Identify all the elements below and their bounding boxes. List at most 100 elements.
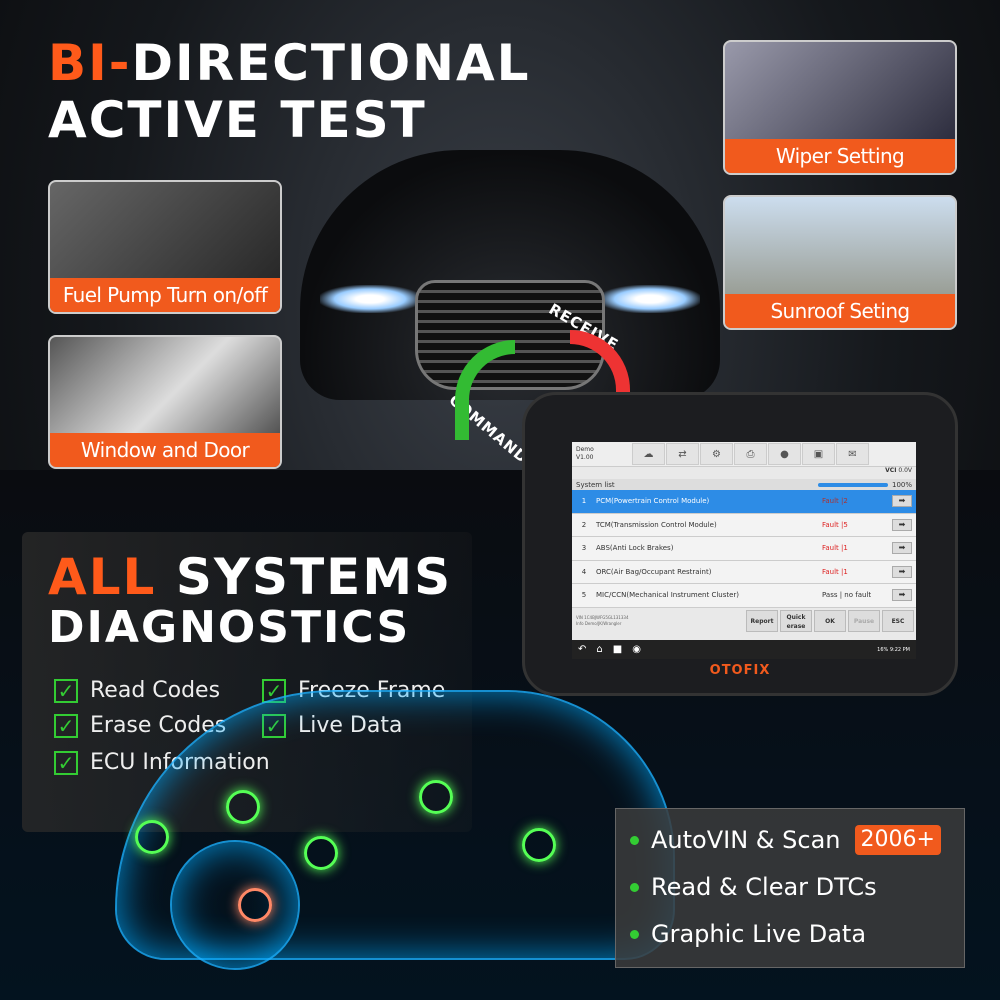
- checkbox-icon: ✓: [54, 713, 78, 738]
- feature-box: AutoVIN & Scan 2006+ Read & Clear DTCs Gr…: [615, 808, 965, 968]
- fuel-pump-image: Fuel Pump Turn on/off: [48, 180, 282, 314]
- feature-read-clear: Read & Clear DTCs: [630, 872, 877, 902]
- system-name: MIC/CCN(Mechanical Instrument Cluster): [596, 591, 740, 600]
- vehicle-model: Info Demo/JK/Wrangler: [576, 620, 622, 626]
- row-number: 1: [581, 497, 587, 506]
- quick-erase-button[interactable]: Quick erase: [780, 609, 812, 632]
- system-row[interactable]: 3 ABS(Anti Lock Brakes) Fault |1 ➡: [572, 537, 916, 561]
- feature-label: Read & Clear DTCs: [651, 873, 877, 901]
- gear-icon[interactable]: ⚙: [700, 443, 733, 465]
- fault-status: Fault |1: [822, 544, 848, 553]
- system-name: ORC(Air Bag/Occupant Restraint): [596, 567, 712, 576]
- fault-status: Fault |5: [822, 520, 848, 529]
- year-badge: 2006+: [854, 825, 941, 855]
- status-time: 16% 9:22 PM: [877, 646, 910, 653]
- window-door-label: Window and Door: [50, 433, 280, 467]
- help-icon[interactable]: ●: [768, 443, 801, 465]
- progress-text: 100%: [891, 480, 912, 489]
- progress-bar: [817, 482, 888, 487]
- home-icon[interactable]: ⌂: [596, 644, 603, 655]
- window-door-image: Window and Door: [48, 335, 282, 469]
- system-row[interactable]: 2 TCM(Transmission Control Module) Fault |…: [572, 513, 916, 537]
- target-icon: [238, 888, 272, 922]
- fault-status: Pass | no fault: [822, 591, 872, 600]
- system-name: ABS(Anti Lock Brakes): [596, 544, 674, 553]
- feature-label: AutoVIN & Scan: [651, 826, 841, 854]
- arrow-right-icon[interactable]: ➡: [892, 495, 912, 508]
- arrow-right-icon[interactable]: ➡: [892, 565, 912, 578]
- print-icon[interactable]: ⎙: [734, 443, 767, 465]
- system-list-header: System list 100%: [572, 479, 916, 490]
- app-name: Demo: [576, 446, 594, 454]
- fuel-pump-label: Fuel Pump Turn on/off: [50, 278, 280, 312]
- system-row[interactable]: 5 MIC/CCN(Mechanical Instrument Cluster) P…: [572, 584, 916, 608]
- row-number: 2: [581, 520, 587, 529]
- fault-status: Fault |1: [822, 567, 848, 576]
- headline-active-test: ACTIVE TEST: [48, 91, 427, 149]
- row-number: 5: [581, 591, 587, 600]
- system-row[interactable]: 1 PCM(Powertrain Control Module) Fault |2 ➡: [572, 490, 916, 514]
- fault-status: Fault |2: [822, 497, 848, 506]
- vci-icon[interactable]: ⇄: [666, 443, 699, 465]
- arrow-right-icon[interactable]: ➡: [892, 518, 912, 531]
- system-row[interactable]: 4 ORC(Air Bag/Occupant Restraint) Fault |1…: [572, 560, 916, 584]
- row-number: 3: [581, 544, 587, 553]
- android-nav-bar: ↶ ⌂ ■ ◉ 16% 9:22 PM: [572, 640, 916, 659]
- target-icon: [522, 828, 556, 862]
- system-name: TCM(Transmission Control Module): [596, 520, 717, 529]
- headline-accent: BI-: [48, 34, 132, 92]
- save-icon[interactable]: ▣: [802, 443, 835, 465]
- check-read-codes: ✓ Read Codes: [54, 678, 220, 703]
- pause-button[interactable]: Pause: [848, 609, 880, 632]
- report-button[interactable]: Report: [746, 609, 778, 632]
- wiper-label: Wiper Setting: [725, 139, 955, 173]
- feature-label: Graphic Live Data: [651, 920, 867, 948]
- feature-autovin: AutoVIN & Scan 2006+: [630, 825, 941, 855]
- vci-label: VCI: [885, 467, 897, 474]
- cloud-icon[interactable]: ☁: [632, 443, 665, 465]
- system-list-title: System list: [576, 480, 615, 489]
- target-icon: [304, 836, 338, 870]
- checkbox-icon: ✓: [54, 678, 78, 703]
- headline-diagnostics: DIAGNOSTICS: [48, 602, 411, 653]
- bullet-icon: [630, 835, 639, 845]
- message-icon[interactable]: ✉: [836, 443, 869, 465]
- headlight-right: [600, 285, 700, 313]
- sunroof-image: Sunroof Seting: [723, 195, 957, 330]
- headlight-left: [320, 285, 420, 313]
- sunroof-label: Sunroof Seting: [725, 294, 955, 328]
- headline2-rest: SYSTEMS: [175, 548, 453, 606]
- esc-button[interactable]: ESC: [882, 609, 914, 632]
- back-icon[interactable]: ↶: [578, 644, 587, 655]
- headline-rest: DIRECTIONAL: [131, 34, 531, 92]
- system-list: 1 PCM(Powertrain Control Module) Fault |2 ➡…: [572, 490, 916, 608]
- target-icon: [419, 780, 453, 814]
- wiper-image: Wiper Setting: [723, 40, 957, 175]
- checkbox-icon: ✓: [54, 750, 78, 775]
- arrow-right-icon[interactable]: ➡: [892, 542, 912, 555]
- vci-status: VCI 0.0V: [572, 467, 916, 479]
- camera-icon[interactable]: ◉: [632, 644, 641, 655]
- headline2-accent: ALL: [48, 548, 157, 606]
- arrow-right-icon[interactable]: ➡: [892, 589, 912, 602]
- check-label: Read Codes: [90, 678, 221, 703]
- otofix-logo: OTOFIX: [709, 663, 771, 678]
- vin: VIN 1C4BJWFG5GL131334: [576, 614, 629, 620]
- target-icon: [226, 790, 260, 824]
- recents-icon[interactable]: ■: [612, 644, 623, 655]
- bullet-icon: [630, 882, 639, 892]
- feature-graphic-live: Graphic Live Data: [630, 919, 866, 949]
- headline-all-systems: ALL SYSTEMS: [48, 552, 452, 602]
- row-number: 4: [581, 567, 587, 576]
- app-version: V1.00: [576, 454, 594, 461]
- hologram-wheel: [170, 840, 300, 970]
- ok-button[interactable]: OK: [814, 609, 846, 632]
- target-icon: [135, 820, 169, 854]
- system-name: PCM(Powertrain Control Module): [596, 497, 710, 506]
